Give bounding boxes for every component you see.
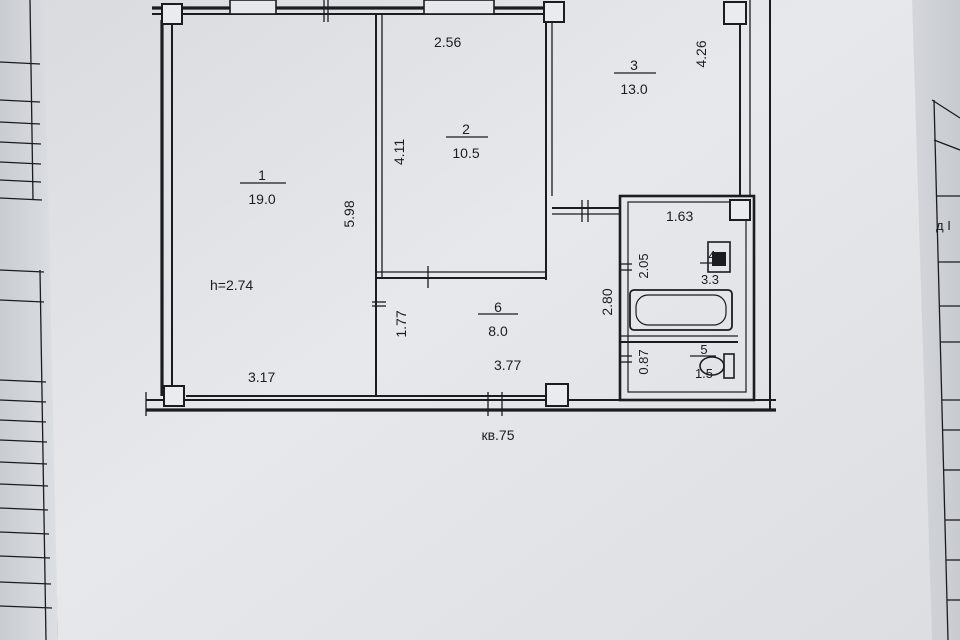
- room-2-number: 2: [462, 121, 470, 137]
- room-3-area: 13.0: [620, 81, 647, 97]
- bath-length-dimension: 2.05: [636, 253, 651, 278]
- bathtub: [629, 289, 733, 331]
- room-2: 2 10.5: [452, 121, 479, 161]
- wc-length-dimension: 0.87: [636, 349, 651, 374]
- sanitary-total-dimension: 2.80: [599, 288, 615, 315]
- room-3-length-dimension: 4.26: [693, 40, 709, 67]
- room-5-area: 1.5: [695, 366, 713, 381]
- ceiling-height-label: h=2.74: [210, 277, 253, 293]
- room-5-number: 5: [700, 342, 707, 357]
- toilet: [699, 353, 735, 379]
- room-number-dividers: [240, 72, 726, 357]
- room-2-length-dimension: 4.11: [391, 139, 407, 165]
- room-4-number: 4: [708, 248, 715, 263]
- right-sheet-fragment-text: д I: [936, 218, 951, 233]
- room-1-width-dimension: 3.17: [248, 369, 275, 385]
- right-paper-sheet: [908, 0, 960, 640]
- room-6: 6 8.0: [488, 299, 508, 339]
- left-paper-sheet: [0, 0, 58, 640]
- room-4-area: 3.3: [701, 272, 719, 287]
- hall-width-dimension: 3.77: [494, 357, 521, 373]
- main-paper-sheet: [44, 0, 932, 640]
- apartment-number-label: кв.75: [481, 427, 514, 443]
- room-1-length-dimension: 5.98: [341, 200, 357, 227]
- room-5: 5 1.5: [695, 342, 713, 381]
- room-4: 4 3.3: [701, 248, 719, 287]
- hall-length-dimension: 1.77: [393, 310, 409, 337]
- room-1-number: 1: [258, 167, 266, 183]
- room-6-number: 6: [494, 299, 502, 315]
- room-2-area: 10.5: [452, 145, 479, 161]
- room-3-number: 3: [630, 57, 638, 73]
- dimension-labels: h=2.74 3.17 5.98 2.56 4.11 4.26 1.63 2.0…: [210, 34, 709, 385]
- room-6-area: 8.0: [488, 323, 508, 339]
- room-3: 3 13.0: [620, 57, 647, 97]
- structural-columns: [161, 1, 751, 407]
- room-1-area: 19.0: [248, 191, 275, 207]
- floor-plan-walls: [145, 0, 776, 416]
- bath-width-dimension: 1.63: [666, 208, 693, 224]
- room-1: 1 19.0: [248, 167, 275, 207]
- room-2-width-dimension: 2.56: [434, 34, 461, 50]
